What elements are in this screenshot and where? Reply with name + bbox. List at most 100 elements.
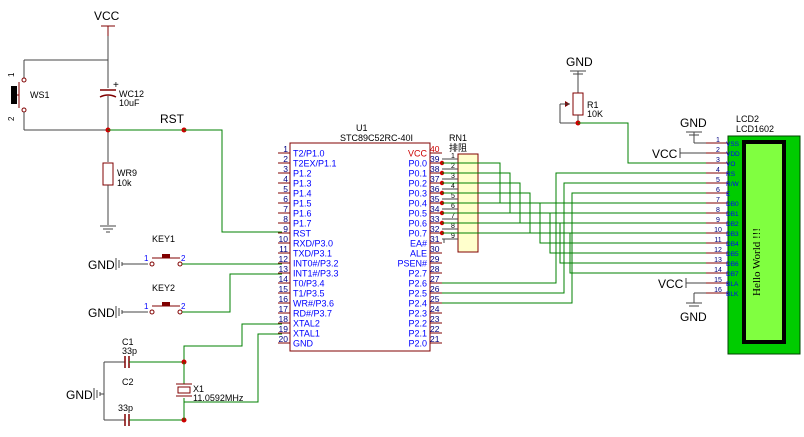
- u1-pin-name: P0.4: [408, 199, 427, 209]
- u1-pin-name: INT0#/P3.2: [293, 259, 339, 269]
- lcd-pin-name: DB3: [726, 231, 739, 238]
- u1-pin-name: RXD/P3.0: [293, 239, 333, 249]
- u1-pin-name: VCC: [408, 149, 428, 159]
- c1-ref: C1: [122, 337, 134, 347]
- u1-pin-name: T0/P3.4: [293, 279, 325, 289]
- rn1-pin-number: 8: [451, 223, 455, 230]
- lcd-pin-number: 8: [716, 207, 720, 214]
- lcd-pin-number: 2: [716, 147, 720, 154]
- u1-pin-number: 23: [430, 314, 440, 324]
- wr9-value: 10k: [117, 178, 132, 188]
- wc12-value: 10uF: [119, 98, 140, 108]
- u1-pin-name: WR#/P3.6: [293, 299, 334, 309]
- u1-pin-name: P1.6: [293, 209, 312, 219]
- bus-wire-db: [442, 162, 706, 204]
- u1-pin-number: 22: [430, 324, 440, 334]
- bus-wire-ctrl: [442, 172, 706, 284]
- u1-pin-number: 1: [283, 144, 288, 154]
- lcd-pin-number: 14: [714, 267, 722, 274]
- lcd-ref: LCD2: [736, 114, 759, 124]
- u1-pin-number: 17: [279, 304, 289, 314]
- bus-wire-db: [442, 182, 706, 224]
- u1-pin-number: 9: [283, 224, 288, 234]
- u1-pin-number: 4: [283, 174, 288, 184]
- u1-pin-name: P1.4: [293, 189, 312, 199]
- r1-ref: R1: [587, 100, 599, 110]
- u1-pin-number: 7: [283, 204, 288, 214]
- rn1-pin-number: 3: [451, 173, 455, 180]
- lcd-pin-number: 7: [716, 197, 720, 204]
- lcd-pins: 1VSS2VDD3VO4RS5R/W6E7DB08DB19DB210DB311D…: [706, 137, 740, 298]
- wr9-ref: WR9: [117, 168, 137, 178]
- u1-pin-name: P1.5: [293, 199, 312, 209]
- lcd-pin-number: 1: [716, 137, 720, 144]
- u1-pin-name: P1.2: [293, 169, 312, 179]
- c2-ref: C2: [122, 377, 134, 387]
- u1-pin-number: 8: [283, 214, 288, 224]
- lcd-pin-name: R/W: [726, 181, 740, 188]
- lcd-pin-number: 4: [716, 167, 720, 174]
- rn1-pin-number: 7: [451, 213, 455, 220]
- rn1-pin-number: 4: [451, 183, 455, 190]
- u1-pin-name: P0.1: [408, 169, 427, 179]
- x1-ref: X1: [193, 384, 204, 394]
- u1-pin-number: 11: [279, 244, 288, 254]
- u1-pin-name: P1.3: [293, 179, 312, 189]
- bus-wire-ctrl: [442, 182, 706, 294]
- lcd-screen-text: Hello World !!!: [751, 228, 763, 296]
- bus-wire-db: [442, 212, 706, 254]
- u1-pin-name: P2.0: [408, 339, 427, 349]
- r1-value: 10K: [587, 109, 603, 119]
- wc12-ref: WC12: [119, 89, 144, 99]
- lcd-pin-name: DB2: [726, 221, 739, 228]
- u1-pin-number: 5: [283, 184, 288, 194]
- u1-pin-name: P0.0: [408, 159, 427, 169]
- ground-symbol: [100, 225, 116, 233]
- u1-pin-number: 31: [430, 234, 440, 244]
- u1-pin-name: P0.3: [408, 189, 427, 199]
- u1-pin-number: 19: [279, 324, 289, 334]
- lcd-pin-name: VSS: [726, 141, 740, 148]
- rn1-pin-number: 9: [451, 233, 455, 240]
- u1-pin-name: XTAL2: [293, 319, 320, 329]
- key1-ref: KEY1: [152, 234, 175, 244]
- u1-pin-number: 20: [279, 334, 289, 344]
- rn1-value: 排阻: [449, 142, 467, 153]
- lcd-pin-name: RS: [726, 171, 736, 178]
- lcd-pin-name: VDD: [726, 151, 740, 158]
- lcd-pin-number: 9: [716, 217, 720, 224]
- u1-pin-name: P2.1: [408, 329, 427, 339]
- c1-value: 33p: [122, 346, 137, 356]
- lcd-pin-number: 15: [714, 277, 722, 284]
- lcd-pin-name: BLA: [726, 281, 739, 288]
- u1-pin-name: TXD/P3.1: [293, 249, 332, 259]
- u1-pin-number: 6: [283, 194, 288, 204]
- u1-pin-name: EA#: [410, 239, 427, 249]
- rn1-pin-number: 1: [451, 153, 455, 160]
- vcc-lcd-vo-label: VCC: [652, 147, 678, 161]
- u1-pin-number: 32: [430, 224, 440, 234]
- c2-value: 33p: [118, 403, 133, 413]
- lcd-pin-number: 16: [714, 287, 722, 294]
- u1-pin-number: 14: [279, 274, 289, 284]
- u1-pin-number: 33: [430, 214, 440, 224]
- u1-pin-number: 26: [430, 284, 440, 294]
- gnd-lcd-vss-label: GND: [680, 116, 707, 130]
- u1-pin-name: PSEN#: [397, 259, 427, 269]
- crystal-circuit: C1 33p C2 33p GND X1 11.0592MHz: [66, 323, 282, 426]
- u1-pin-name: P2.4: [408, 299, 427, 309]
- vcc-top-label: VCC: [94, 9, 120, 23]
- lcd-pin-name: VO: [726, 161, 735, 168]
- ws1-pin1: 1: [7, 72, 16, 77]
- bus-wire-ctrl: [442, 192, 706, 304]
- bus-wire-db: [442, 202, 706, 244]
- lcd-pin-name: BLK: [726, 291, 739, 298]
- rn1-ref: RN1: [449, 133, 467, 143]
- u1-pin-number: 30: [430, 244, 440, 254]
- pot-r1: GND R1 10K: [559, 55, 706, 164]
- u1-part: STC89C52RC-40I: [340, 133, 413, 143]
- u1-pin-number: 37: [430, 174, 440, 184]
- u1-pin-number: 38: [430, 164, 440, 174]
